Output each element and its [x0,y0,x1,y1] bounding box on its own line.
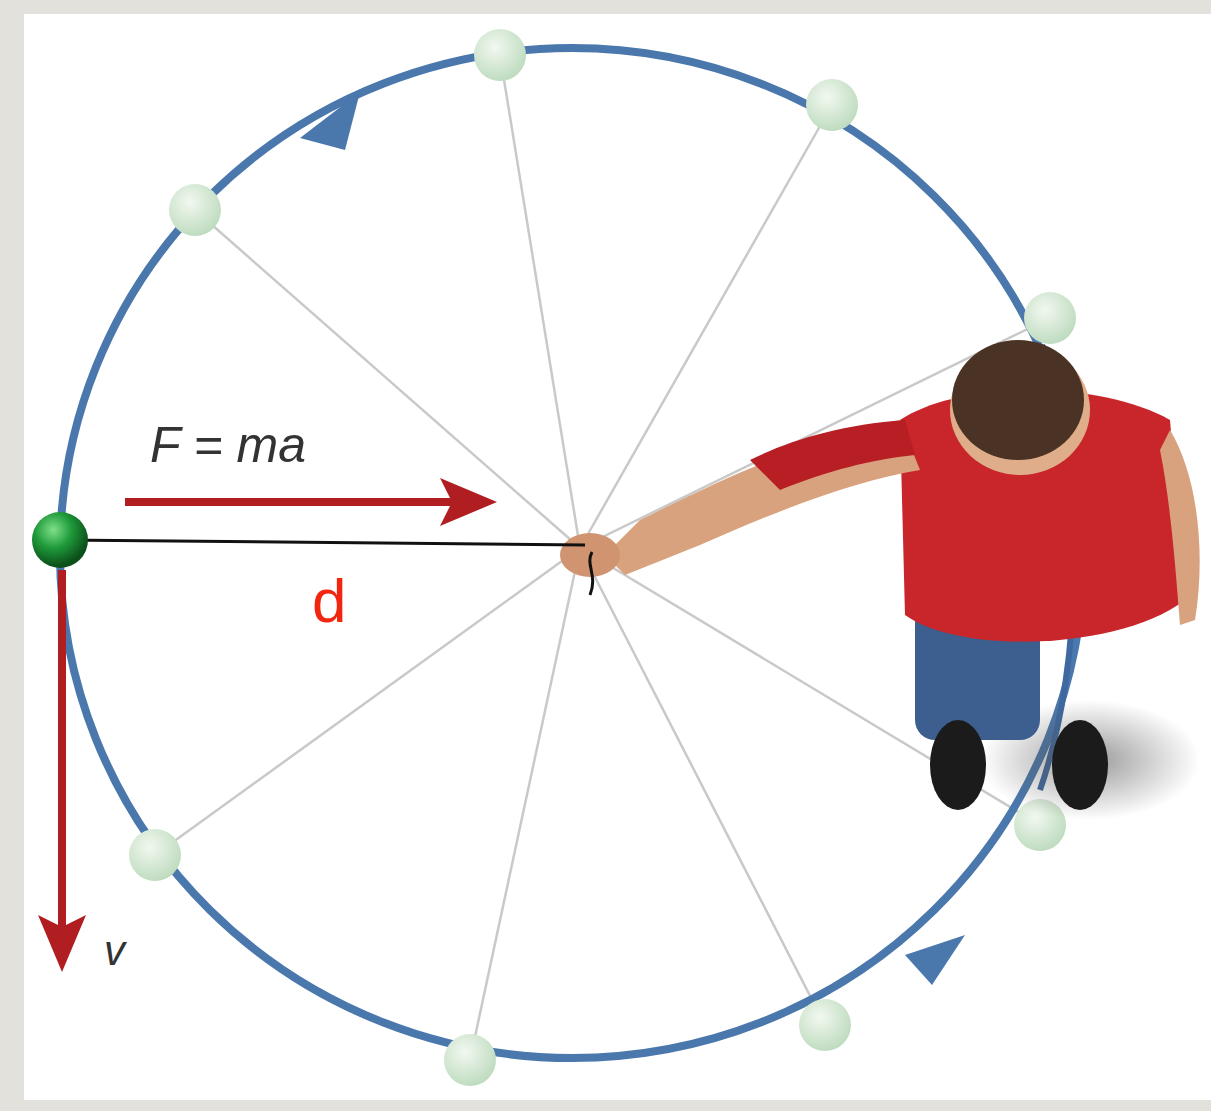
velocity-label: v [104,930,125,972]
white-panel [24,14,1211,1100]
force-label: F = ma [150,420,306,470]
direction-arrowheads [300,92,965,985]
person-figure [560,340,1200,820]
ball [32,512,88,568]
string-end [590,552,593,595]
velocity-arrow [38,570,86,972]
string [60,540,585,545]
force-arrow [125,478,497,526]
distance-label: d [312,570,346,632]
